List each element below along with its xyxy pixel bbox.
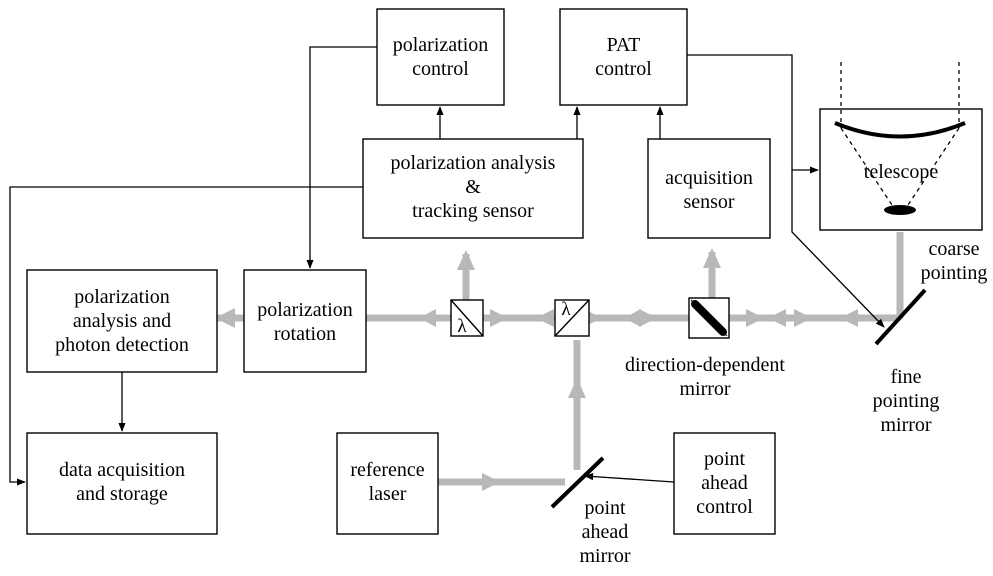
arrow-polctrl-to-rotation bbox=[306, 46, 377, 269]
arrow-pointahead-control-to-mirror bbox=[584, 472, 675, 483]
beamsplitter-left bbox=[450, 299, 484, 337]
beamsplitter-center bbox=[554, 299, 590, 337]
data-acquisition-storage-box bbox=[26, 432, 218, 535]
polarization-analysis-tracking-label: polarization analysis&tracking sensor bbox=[390, 152, 556, 222]
telescope-label: telescope bbox=[863, 161, 939, 183]
arrow-tracking-to-storage bbox=[9, 186, 363, 486]
arrow-pat-to-fine-mirror bbox=[791, 170, 885, 328]
telescope-optics-icon bbox=[834, 62, 966, 215]
arrow-pat-to-telescope bbox=[687, 54, 819, 174]
lambda-label-center: λ bbox=[561, 299, 571, 320]
point-ahead-control-box bbox=[673, 432, 776, 535]
polarization-analysis-tracking-box bbox=[362, 138, 584, 239]
beam-arrowheads bbox=[215, 248, 858, 491]
fine-pointing-mirror-icon bbox=[874, 288, 927, 346]
pat-control-box bbox=[559, 8, 688, 106]
polarization-control-box bbox=[376, 8, 505, 106]
polarization-rotation-box bbox=[243, 269, 367, 373]
reference-laser-box bbox=[336, 432, 439, 535]
direction-dependent-mirror-icon bbox=[688, 297, 730, 339]
lambda-label-left: λ bbox=[457, 316, 467, 337]
point-ahead-mirror-icon bbox=[550, 456, 605, 509]
polarization-analysis-detection-box bbox=[26, 269, 218, 373]
acquisition-sensor-box bbox=[647, 138, 771, 239]
